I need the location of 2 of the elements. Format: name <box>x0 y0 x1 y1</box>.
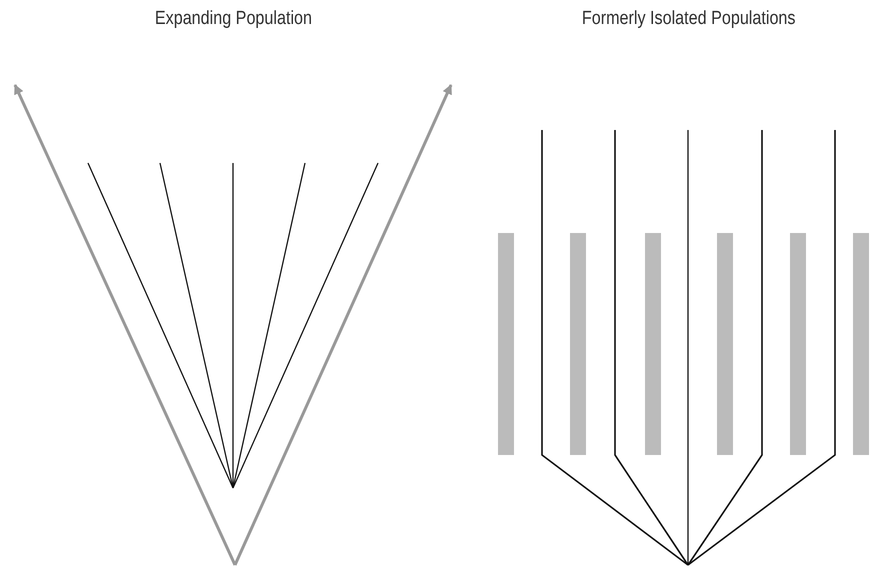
heading: Expanding Population <box>154 8 312 30</box>
heading: Formerly Isolated Populations <box>581 8 795 30</box>
